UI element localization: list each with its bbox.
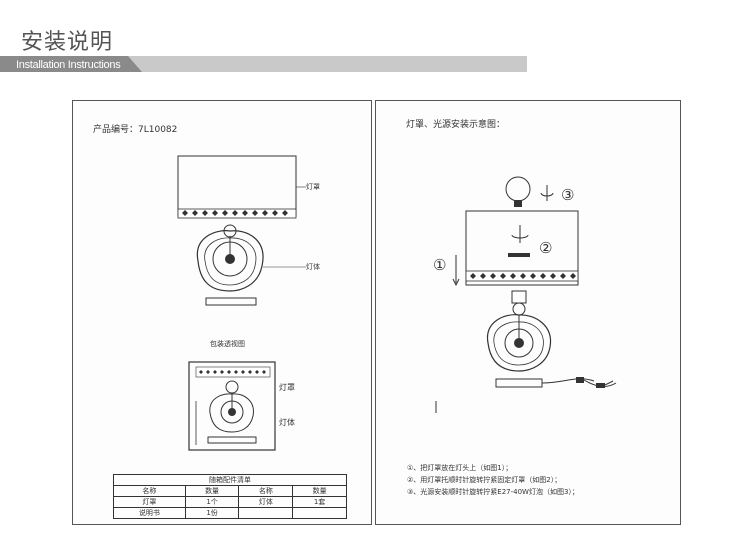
install-diagram-title: 灯罩、光源安装示意图： [406, 120, 506, 130]
lamp-assembly-drawing [177, 155, 306, 306]
pkg-label-body: 灯体 [279, 418, 295, 427]
marker-2: ② [539, 239, 553, 257]
table-header: 数量 [292, 485, 347, 497]
marker-1: ① [433, 256, 447, 274]
left-page: 产品编号：7L10082 灯罩 灯体 包装透视图 [72, 100, 372, 525]
package-drawing [188, 361, 276, 451]
table-header: 名称 [238, 485, 294, 497]
table-header-row: 名称 数量 名称 数量 [113, 485, 347, 497]
table-row: 灯罩 1个 灯体 1套 [113, 496, 347, 508]
table-cell: 说明书 [113, 507, 186, 519]
package-caption: 包装透视图 [210, 340, 245, 348]
label-shade: 灯罩 [306, 183, 320, 191]
instruction-scan: 产品编号：7L10082 灯罩 灯体 包装透视图 [72, 100, 681, 530]
table-header: 数量 [184, 485, 240, 497]
label-body: 灯体 [306, 263, 320, 271]
pkg-label-shade: 灯罩 [279, 383, 295, 392]
table-cell: 1份 [184, 507, 240, 519]
table-cell: 1个 [184, 496, 240, 508]
step-2: ②、用灯罩托顺时针旋转拧紧固定灯罩（如图2）； [407, 476, 562, 484]
header-banner [0, 56, 527, 72]
table-row: 说明书 1份 [113, 507, 347, 519]
table-header: 名称 [113, 485, 186, 497]
exploded-install-drawing [435, 176, 617, 413]
table-cell: 1套 [292, 496, 347, 508]
product-code: 产品编号：7L10082 [93, 125, 178, 135]
step-3: ③、光源安装顺时针旋转拧紧E27-40W灯泡（如图3）； [407, 488, 579, 496]
marker-3: ③ [561, 186, 575, 204]
parts-table-title: 随箱配件清单 [113, 474, 347, 486]
table-cell [292, 507, 347, 519]
table-cell: 灯罩 [113, 496, 186, 508]
table-cell [238, 507, 294, 519]
right-page: 灯罩、光源安装示意图： [375, 100, 681, 525]
section-title: 安装说明 [21, 30, 114, 55]
step-1: ①、把灯罩放在灯头上（如图1）； [407, 464, 513, 472]
parts-list-table: 随箱配件清单 名称 数量 名称 数量 灯罩 1个 灯体 1套 说明书 1份 [113, 474, 347, 519]
table-cell: 灯体 [238, 496, 294, 508]
section-subtitle: Installation Instructions [16, 59, 121, 71]
